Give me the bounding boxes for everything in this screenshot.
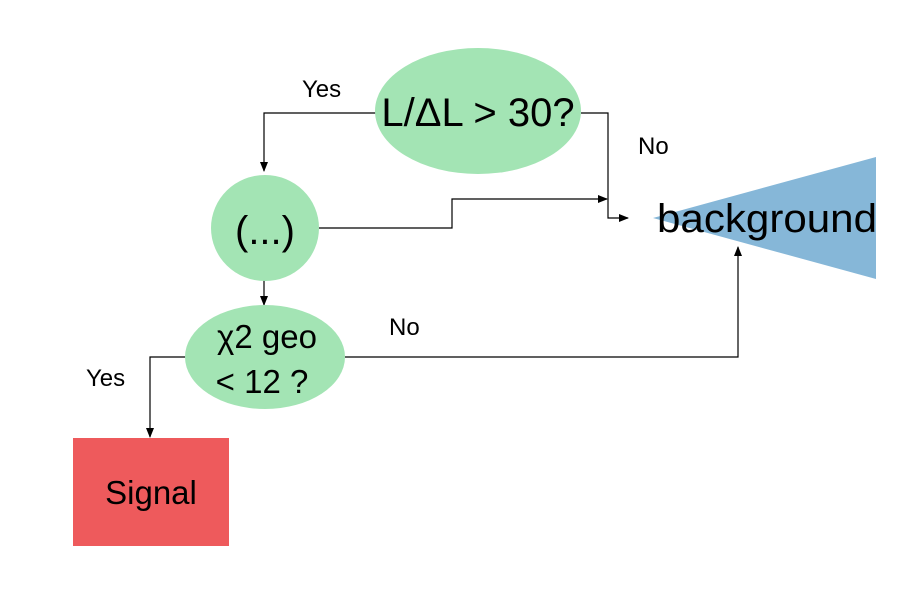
- edge-length-ratio-no-to-background: [581, 112, 629, 222]
- edge-label-chi2-yes: Yes: [86, 365, 125, 392]
- edge-length-ratio-yes-to-intermediate: [260, 112, 376, 172]
- edge-label-length-ratio-yes: Yes: [302, 76, 341, 103]
- edge-chi2-yes-to-signal: [146, 356, 186, 438]
- edge-chi2-no-to-background: [345, 246, 742, 358]
- background-node-label: background: [657, 197, 877, 241]
- chi2-decision-node: [185, 305, 345, 409]
- length-ratio-decision-label: L/ΔL > 30?: [381, 91, 574, 135]
- signal-node-label: Signal: [105, 474, 197, 511]
- chi2-decision-label-line1: χ2 geo: [217, 318, 317, 355]
- edge-intermediate-to-background: [319, 195, 608, 229]
- edge-label-chi2-no: No: [389, 314, 420, 341]
- edge-label-length-ratio-no: No: [638, 133, 669, 160]
- background-node-shape: [653, 157, 876, 279]
- intermediate-node: [211, 175, 319, 281]
- intermediate-node-label: (...): [235, 209, 295, 253]
- signal-node: [73, 438, 229, 546]
- length-ratio-decision-node: [375, 48, 581, 174]
- chi2-decision-label-line2: < 12 ?: [216, 363, 309, 400]
